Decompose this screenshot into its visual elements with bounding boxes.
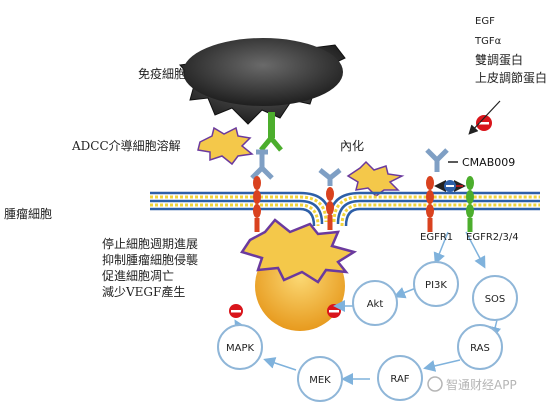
node-akt: Akt: [352, 280, 398, 326]
svg-text:RAF: RAF: [390, 374, 409, 385]
svg-text:MAPK: MAPK: [226, 343, 254, 354]
node-pi3k: PI3K: [413, 261, 459, 307]
label-tumor-cell: 腫瘤細胞: [4, 206, 52, 221]
ligand-item: 雙調蛋白: [475, 52, 523, 67]
immune-cell: [179, 38, 346, 125]
label-adcc: ADCC介導細胞溶解: [71, 138, 181, 153]
svg-text:SOS: SOS: [485, 294, 506, 305]
adcc-star: [197, 126, 254, 166]
watermark: 智通财经APP: [427, 376, 517, 392]
cell-membrane: [150, 191, 540, 227]
watermark-text: 智通财经APP: [446, 377, 517, 392]
egfr-receptor-internalized: [318, 168, 342, 230]
immune-receptor: [259, 112, 283, 152]
effects-list: 停止細胞週期進展 抑制腫瘤細胞侵襲 促進細胞凋亡 減少VEGF產生: [102, 236, 198, 299]
label-internalization: 內化: [340, 139, 364, 153]
ligand-item: EGF: [475, 16, 495, 27]
svg-text:MEK: MEK: [309, 375, 331, 386]
node-mek: MEK: [297, 356, 343, 402]
node-raf: RAF: [377, 355, 423, 401]
node-ras: RAS: [457, 324, 503, 370]
dimerization-block: [434, 180, 466, 192]
svg-text:Akt: Akt: [367, 299, 384, 310]
effect-item: 停止細胞週期進展: [102, 236, 198, 251]
ligand-inhibition: [468, 100, 501, 135]
adcc-antibody: [250, 149, 274, 180]
node-sos: SOS: [472, 275, 518, 321]
label-drug: CMAB009: [462, 156, 515, 169]
nucleus-effects: [240, 218, 358, 331]
effect-item: 減少VEGF產生: [102, 284, 185, 299]
svg-text:RAS: RAS: [470, 343, 490, 354]
label-egfr234: EGFR2/3/4: [466, 232, 519, 243]
egfr234-receptor: [466, 176, 474, 232]
effect-item: 促進細胞凋亡: [102, 269, 174, 283]
internalization-star: [346, 160, 405, 197]
label-immune-cell: 免疫細胞: [138, 66, 186, 81]
effect-item: 抑制腫瘤細胞侵襲: [102, 252, 198, 267]
ligand-item: 上皮調節蛋白: [475, 70, 547, 85]
inhibition-mark-left: [229, 304, 243, 318]
ligand-list: EGF TGFα 雙調蛋白 上皮調節蛋白: [474, 16, 547, 85]
ligand-item: TGFα: [474, 36, 502, 47]
label-egfr1: EGFR1: [420, 232, 453, 243]
egfr1-receptor: [425, 148, 449, 232]
egfr-receptor-1: [253, 176, 261, 232]
node-mapk: MAPK: [217, 324, 263, 370]
svg-text:PI3K: PI3K: [425, 280, 447, 291]
